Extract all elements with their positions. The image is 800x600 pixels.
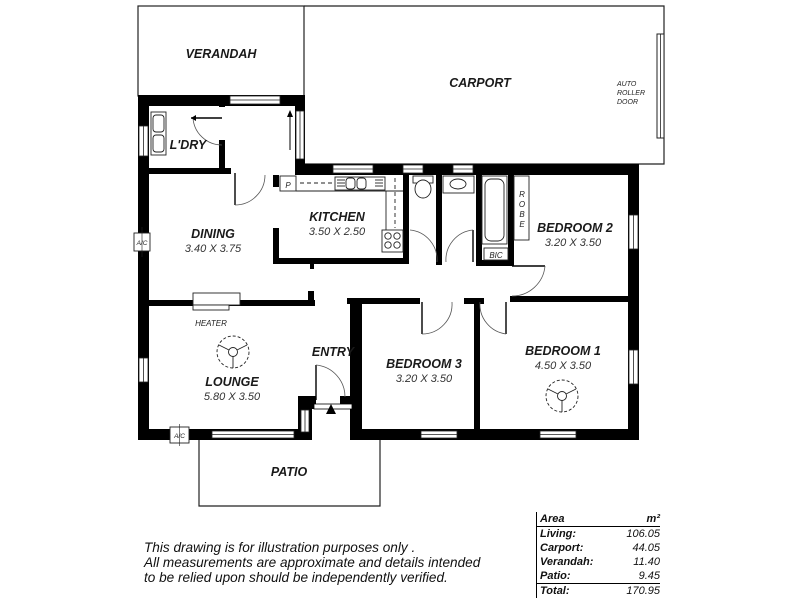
kitchen-benches <box>279 175 404 253</box>
room-label-carport: CARPORT <box>449 76 512 90</box>
area-header-label: Area <box>540 513 565 525</box>
bic-label: BIC <box>489 251 503 260</box>
area-row-label: Carport: <box>540 542 584 554</box>
entry-arrow-icon <box>326 404 336 414</box>
area-row-label: Living: <box>540 528 577 540</box>
carport-note-line1: AUTO <box>616 81 637 88</box>
bic-cupboard <box>483 247 509 261</box>
room-dims-kitchen: 3.50 X 2.50 <box>309 226 366 238</box>
area-row-value: 44.05 <box>632 542 660 554</box>
area-header-unit: m² <box>646 513 660 525</box>
bathtub <box>481 175 508 245</box>
ceiling-fan-icon <box>545 379 579 413</box>
room-label-bedroom3: BEDROOM 3 <box>386 357 462 371</box>
room-label-bedroom1: BEDROOM 1 <box>525 344 601 358</box>
area-table: Area m² Living: 106.05 Carport: 44.05 Ve… <box>536 512 660 598</box>
disclaimer-line: This drawing is for illustration purpose… <box>144 540 416 555</box>
room-label-kitchen: KITCHEN <box>309 210 366 224</box>
robe-letter-o: O <box>519 200 525 209</box>
room-dims-bedroom1: 4.50 X 3.50 <box>535 360 592 372</box>
ac-unit-south <box>169 424 190 446</box>
ac-label-south: A/C <box>173 433 185 440</box>
disclaimer-line: to be relied upon should be independentl… <box>144 570 448 585</box>
room-label-bedroom2: BEDROOM 2 <box>537 221 613 235</box>
carport-note-line2: ROLLER <box>617 90 645 97</box>
laundry-tubs <box>150 111 167 156</box>
robe <box>513 175 530 241</box>
ac-label-west: A/C <box>136 240 148 247</box>
ac-unit-west <box>133 227 151 257</box>
room-dims-bedroom3: 3.20 X 3.50 <box>396 373 453 385</box>
toilet <box>412 175 434 199</box>
doors <box>191 113 546 400</box>
basin <box>442 175 475 194</box>
robe-letter-b: B <box>519 210 525 219</box>
area-row-label: Patio: <box>540 570 571 582</box>
robe-letter-r: R <box>519 190 525 199</box>
area-row-living: Living: 106.05 <box>537 527 660 541</box>
area-row-total: Total: 170.95 <box>537 583 660 598</box>
room-dims-lounge: 5.80 X 3.50 <box>204 391 261 403</box>
disclaimer: This drawing is for illustration purpose… <box>144 540 480 585</box>
robe-letter-e: E <box>519 220 525 229</box>
room-dims-dining: 3.40 X 3.75 <box>185 243 242 255</box>
windows <box>138 95 639 439</box>
room-label-dining: DINING <box>191 227 235 241</box>
room-label-lounge: LOUNGE <box>205 375 259 389</box>
area-total-value: 170.95 <box>626 585 660 597</box>
room-label-laundry: L'DRY <box>170 138 208 152</box>
room-label-patio: PATIO <box>271 465 308 479</box>
area-row-verandah: Verandah: 11.40 <box>537 555 660 569</box>
heater-label: HEATER <box>195 319 227 328</box>
pantry-label: P <box>285 181 291 190</box>
area-row-carport: Carport: 44.05 <box>537 541 660 555</box>
area-row-value: 9.45 <box>638 570 660 582</box>
area-table-header: Area m² <box>537 512 660 527</box>
area-row-patio: Patio: 9.45 <box>537 569 660 583</box>
carport-note-line3: DOOR <box>617 99 638 106</box>
area-row-value: 11.40 <box>633 556 660 568</box>
carport-door-arrow <box>287 110 293 117</box>
area-row-value: 106.05 <box>626 528 660 540</box>
room-dims-bedroom2: 3.20 X 3.50 <box>545 237 602 249</box>
room-label-verandah: VERANDAH <box>186 47 258 61</box>
patio-outline <box>198 440 381 507</box>
room-label-entry: ENTRY <box>312 345 356 359</box>
laundry-door-arrow <box>191 115 196 121</box>
heater <box>192 292 241 311</box>
area-row-label: Verandah: <box>540 556 594 568</box>
area-total-label: Total: <box>540 585 570 597</box>
ceiling-fan-icon <box>216 335 250 369</box>
disclaimer-line: All measurements are approximate and det… <box>144 555 481 570</box>
